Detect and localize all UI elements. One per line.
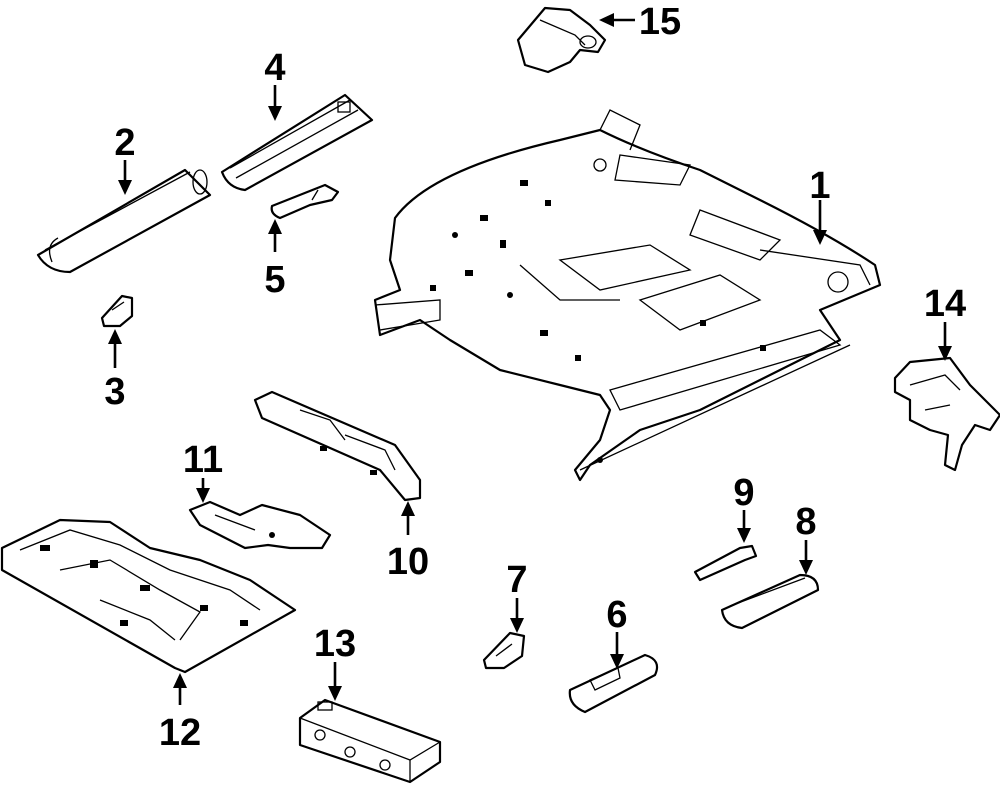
callout-labels: 1 2 3 4 5 6 7 8 9 10 11 12 13 14 15 — [104, 1, 966, 754]
callout-13: 13 — [314, 623, 356, 665]
part-9-pin — [693, 544, 758, 582]
part-10-rail-bracket — [253, 390, 422, 502]
part-7-bracket — [482, 631, 526, 670]
part-4-track-cover — [220, 93, 374, 192]
callout-9: 9 — [733, 472, 754, 514]
callout-14: 14 — [924, 283, 966, 325]
part-11-bracket-plate — [188, 500, 332, 550]
callout-6: 6 — [606, 594, 627, 636]
callout-10: 10 — [387, 541, 429, 583]
callout-arrows — [108, 13, 952, 705]
part-6-side-trim — [568, 653, 659, 714]
part-2-track-cover — [36, 168, 212, 274]
callout-1: 1 — [809, 165, 830, 207]
part-1-seat-frame — [373, 109, 882, 482]
callout-8: 8 — [795, 501, 816, 543]
part-5-cover-piece — [270, 183, 340, 220]
part-3-bracket — [100, 294, 134, 328]
part-12-lower-tray — [0, 518, 297, 674]
callout-5: 5 — [264, 259, 285, 301]
callout-7: 7 — [506, 559, 527, 601]
callout-12: 12 — [159, 712, 201, 754]
callout-2: 2 — [114, 122, 135, 164]
callout-4: 4 — [264, 47, 285, 89]
callout-15: 15 — [639, 1, 681, 43]
callout-11: 11 — [183, 439, 223, 481]
part-14-side-cover — [893, 356, 1000, 472]
part-15-trim-cap — [516, 6, 607, 74]
callout-3: 3 — [104, 371, 125, 413]
part-13-control-module — [298, 698, 442, 784]
part-8-track-end-cover — [720, 573, 820, 630]
